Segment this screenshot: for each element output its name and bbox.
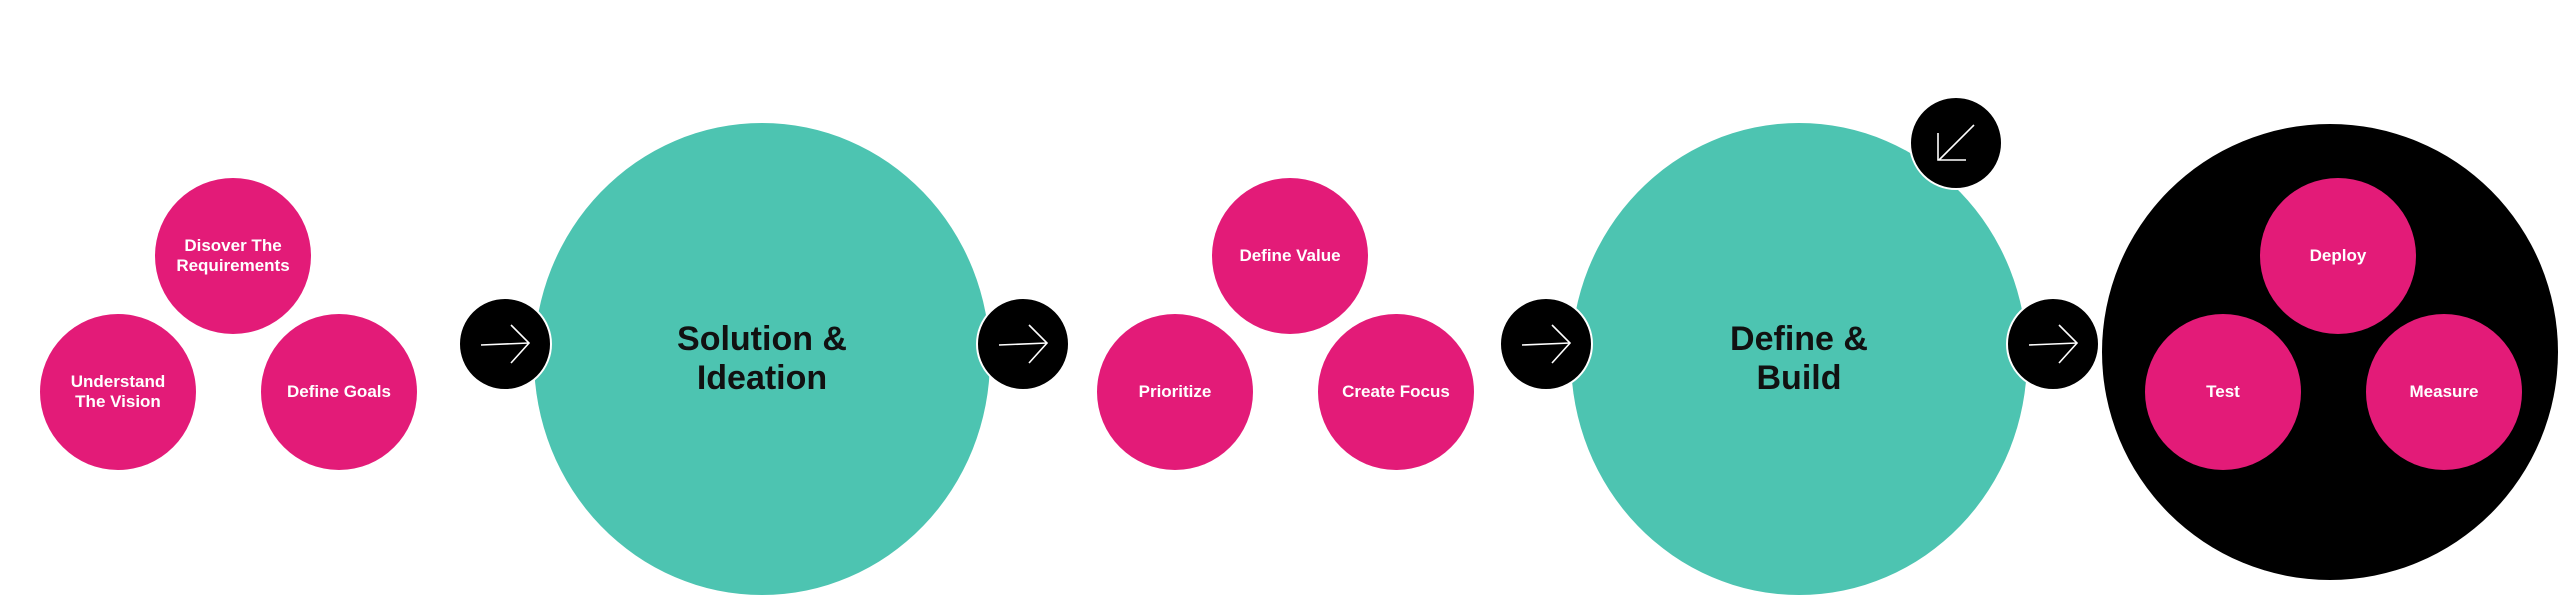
arrow-connector-3 <box>1499 297 1593 391</box>
node-label: Test <box>2206 382 2240 401</box>
node-label: Understand The Vision <box>70 372 166 411</box>
arrow-right-icon <box>480 324 531 364</box>
node-label: Define Goals <box>287 382 391 401</box>
node-label: Define Value <box>1239 246 1341 265</box>
stage-solution-ideation: Solution & Ideation <box>534 123 990 595</box>
arrow-right-icon <box>1521 324 1572 364</box>
arrow-connector-4 <box>2006 297 2100 391</box>
node-label: Prioritize <box>1138 382 1212 401</box>
arrow-right-icon <box>2028 324 2079 364</box>
node-label: Create Focus <box>1342 382 1450 401</box>
arrow-connector-1 <box>458 297 552 391</box>
stage-title-line2: Build <box>1756 359 1842 397</box>
node-test: Test <box>2145 314 2301 470</box>
stage-define-build: Define & Build <box>1571 123 2027 595</box>
arrow-down-left-icon <box>1937 124 1975 161</box>
node-label: Measure <box>2409 382 2479 401</box>
arrow-connector-2 <box>976 297 1070 391</box>
node-discover-requirements: Disover The Requirements <box>155 178 311 334</box>
node-create-focus: Create Focus <box>1318 314 1474 470</box>
node-understand-vision: Understand The Vision <box>40 314 196 470</box>
stage-title-line1: Solution & <box>677 320 847 358</box>
arrow-connector-loop <box>1909 96 2003 190</box>
node-label: Deploy <box>2309 246 2367 265</box>
node-define-value: Define Value <box>1212 178 1368 334</box>
node-deploy: Deploy <box>2260 178 2416 334</box>
node-label: Disover The Requirements <box>176 236 290 275</box>
node-measure: Measure <box>2366 314 2522 470</box>
node-prioritize: Prioritize <box>1097 314 1253 470</box>
node-define-goals: Define Goals <box>261 314 417 470</box>
stage-title-line2: Ideation <box>696 359 828 397</box>
arrow-right-icon <box>998 324 1049 364</box>
stage-title-line1: Define & <box>1730 320 1868 358</box>
